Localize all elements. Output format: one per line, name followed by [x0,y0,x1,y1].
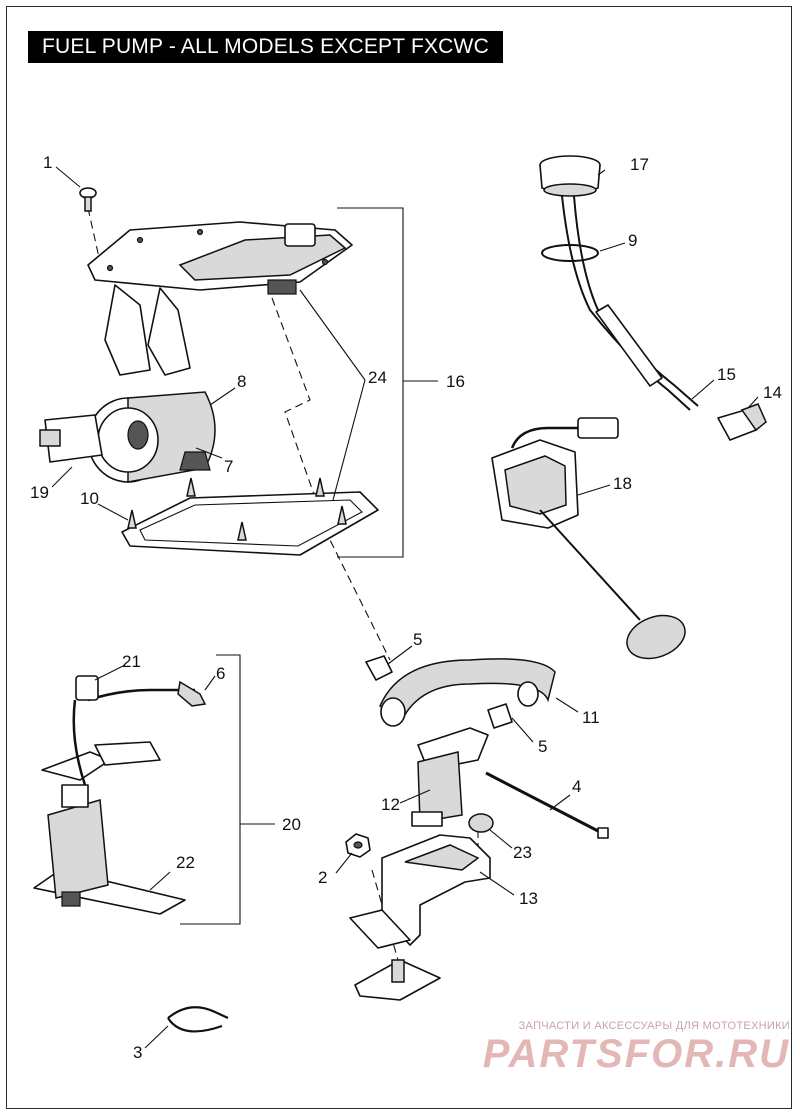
callout-2: 2 [318,868,327,887]
callout-10: 10 [80,489,99,508]
part-14-connector [717,403,767,441]
part-23-plug [468,813,494,833]
diagram-frame [6,6,792,1109]
callout-23: 23 [513,843,532,862]
callout-4: 4 [572,777,581,796]
callout-8: 8 [237,372,246,391]
callout-20: 20 [282,815,301,834]
callout-19: 19 [30,483,49,502]
callout-16: 16 [446,372,465,391]
part-4-tie-strap [485,771,609,839]
callout-24: 24 [368,368,387,387]
callout-labels: 1 2 3 4 5 5 6 7 8 9 10 11 12 13 14 15 16… [30,153,782,1062]
part-5-clamp-lower [487,703,513,729]
part-20-pump-assembly [33,675,207,915]
callout-15: 15 [717,365,736,384]
bracket-20 [180,654,275,925]
callout-1: 1 [43,153,52,172]
watermark-brand: PARTSFOR.RU [482,1032,790,1076]
callout-14: 14 [763,383,782,402]
part-5-clamp-upper [365,655,393,681]
callout-12: 12 [381,795,400,814]
callout-5-lower: 5 [538,737,547,756]
callout-21: 21 [122,652,141,671]
callout-5-upper: 5 [413,630,422,649]
callout-11: 11 [582,708,600,727]
diagram-title: FUEL PUMP - ALL MODELS EXCEPT FXCWC [28,31,503,63]
part-13-bracket [349,834,491,1001]
part-18-sending-unit [491,417,686,660]
part-15-harness [561,195,699,411]
part-3-clamp [167,1006,229,1033]
part-1-screw [79,187,97,212]
part-16-top-plate [87,221,353,376]
part-12-filter [411,727,489,827]
leader-lines [51,166,759,1049]
callout-6: 6 [216,664,225,683]
part-11-hose [379,658,556,727]
watermark-tagline: ЗАПЧАСТИ И АКСЕССУАРЫ ДЛЯ МОТОТЕХНИКИ [518,1020,790,1032]
part-10-gasket [121,477,379,556]
part-2-nut [345,833,371,858]
callout-18: 18 [613,474,632,493]
callout-3: 3 [133,1043,142,1062]
part-17-cap [539,155,601,197]
part-8-pump-body [87,391,216,483]
part-19-connector [39,414,103,463]
watermark: ЗАПЧАСТИ И АКСЕССУАРЫ ДЛЯ МОТОТЕХНИКИ PA… [470,1020,790,1076]
callout-9: 9 [628,231,637,250]
callout-7: 7 [224,457,233,476]
callout-17: 17 [630,155,649,174]
callout-13: 13 [519,889,538,908]
bracket-16 [337,207,438,558]
callout-22: 22 [176,853,195,872]
